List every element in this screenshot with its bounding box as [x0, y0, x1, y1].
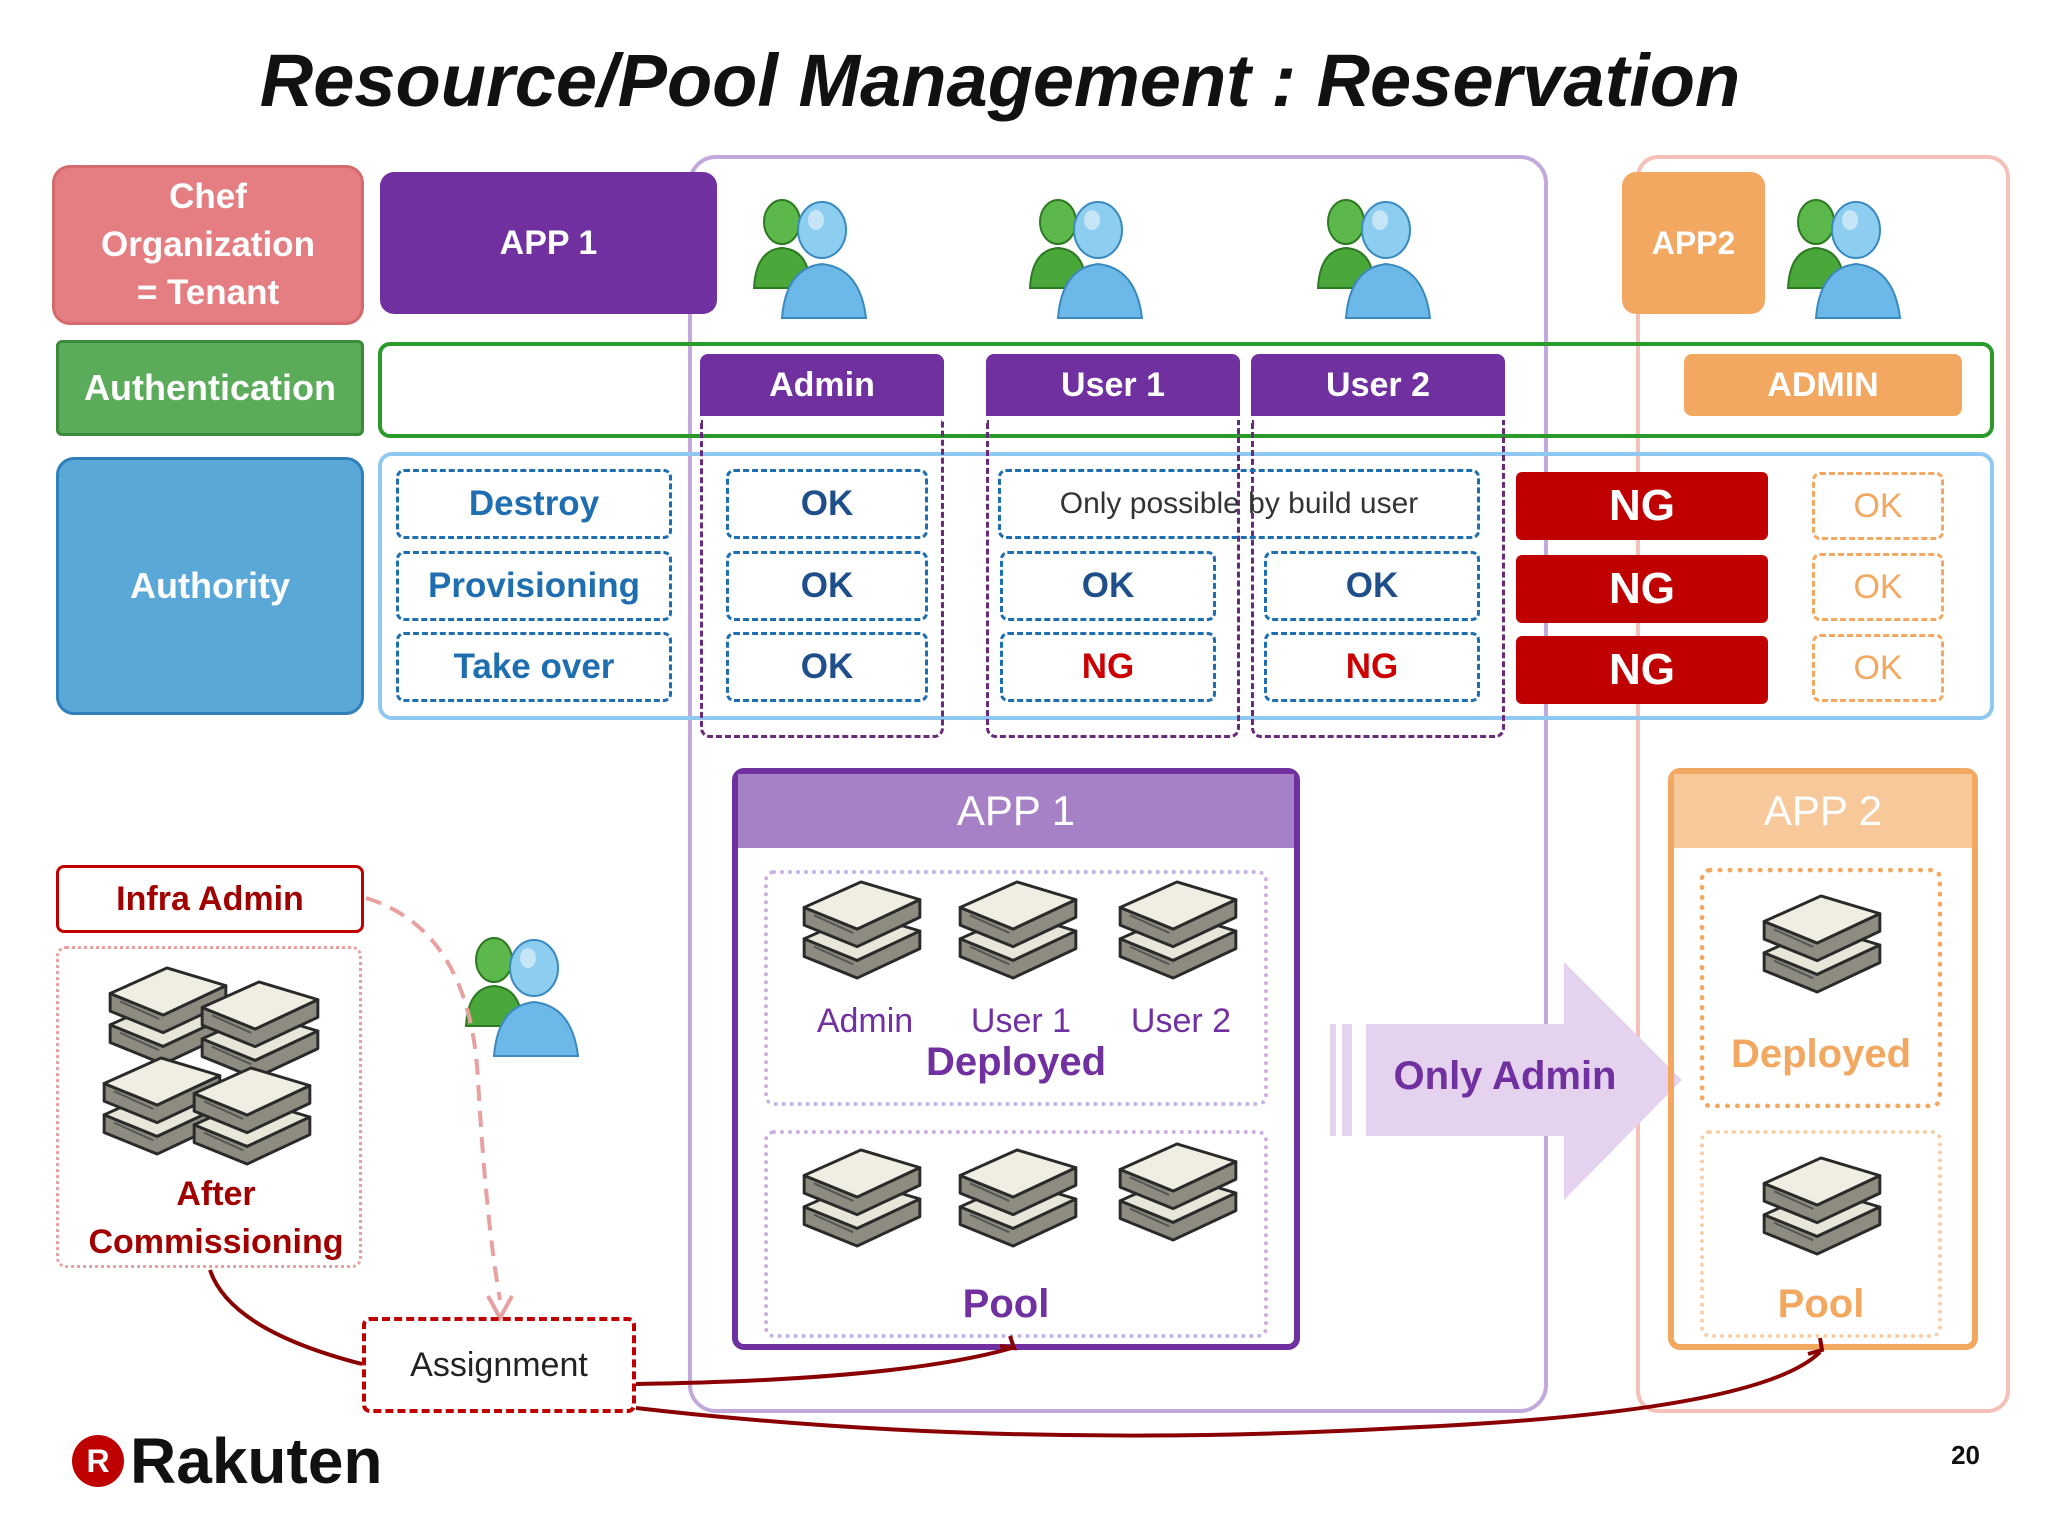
page-number: 20	[1951, 1440, 1980, 1470]
user2-provisioning-cell: OK	[1264, 551, 1480, 621]
role-admin: Admin	[700, 354, 944, 416]
deployed-server-label: User 1	[970, 1002, 1072, 1040]
app1-tenant-box: APP 1	[380, 172, 717, 314]
ng-takeover-cell: NG	[1516, 636, 1768, 704]
authentication-band	[378, 342, 1994, 438]
app2-tenant-box: APP2	[1622, 172, 1765, 314]
app1-resource-header: APP 1	[738, 774, 1294, 848]
user1-provisioning-cell: OK	[1000, 551, 1216, 621]
app2-admin-takeover-cell: OK	[1812, 634, 1944, 702]
app1-resource-box	[732, 768, 1300, 1350]
user2-takeover-cell: NG	[1264, 632, 1480, 702]
app2-column-frame	[1636, 155, 2010, 1413]
after-commissioning-label: After Commissioning	[56, 1170, 376, 1266]
only-admin-arrow	[1330, 962, 1682, 1200]
users-destroy-note: Only possible by build user	[998, 469, 1480, 539]
deployed-server-label: Admin	[816, 1002, 914, 1040]
admin-provisioning-cell: OK	[726, 551, 928, 621]
app1-column-frame	[688, 155, 1548, 1413]
after-commissioning-group	[56, 946, 362, 1268]
admin-takeover-cell: OK	[726, 632, 928, 702]
app1-deployed-label: Deployed	[925, 1040, 1107, 1084]
app1-deployed-group	[764, 870, 1268, 1106]
operation-destroy: Destroy	[396, 469, 672, 539]
chef-line-1: Chef	[169, 177, 247, 216]
assignment-box: Assignment	[362, 1317, 636, 1413]
rakuten-wordmark: Rakuten	[130, 1425, 383, 1497]
after-line-2: Commissioning	[88, 1223, 344, 1261]
chef-organization-label: Chef Organization = Tenant	[52, 165, 364, 325]
app2-pool-group	[1700, 1130, 1942, 1338]
only-admin-label: Only Admin	[1393, 1054, 1617, 1098]
app2-deployed-group	[1700, 868, 1942, 1108]
app2-resource-header: APP 2	[1674, 774, 1972, 848]
chef-line-3: = Tenant	[136, 273, 280, 312]
role-user2: User 2	[1251, 354, 1505, 416]
admin-role-column	[700, 420, 944, 738]
app1-pool-group	[764, 1130, 1268, 1338]
app2-deployed-label: Deployed	[1730, 1032, 1912, 1076]
rakuten-logo: R Rakuten	[72, 1424, 383, 1498]
ng-destroy-cell: NG	[1516, 472, 1768, 540]
user1-role-column	[986, 420, 1240, 738]
slide-title: Resource/Pool Management : Reservation	[259, 39, 1741, 122]
app2-pool-label: Pool	[1777, 1282, 1865, 1326]
authority-band	[378, 452, 1994, 720]
user2-role-column	[1251, 420, 1505, 738]
ng-provisioning-cell: NG	[1516, 555, 1768, 623]
chef-line-2: Organization	[101, 225, 315, 264]
role-user1: User 1	[986, 354, 1240, 416]
operation-provisioning: Provisioning	[396, 551, 672, 621]
deployed-server-label: User 2	[1130, 1002, 1232, 1040]
app2-admin-destroy-cell: OK	[1812, 472, 1944, 540]
after-line-1: After	[176, 1175, 256, 1213]
operation-take-over: Take over	[396, 632, 672, 702]
rakuten-mark: R	[72, 1435, 124, 1487]
infra-admin-label: Infra Admin	[56, 865, 364, 933]
user1-takeover-cell: NG	[1000, 632, 1216, 702]
authentication-label: Authentication	[56, 340, 364, 436]
app1-pool-label: Pool	[962, 1282, 1050, 1326]
admin-destroy-cell: OK	[726, 469, 928, 539]
role-app2-admin: ADMIN	[1684, 354, 1962, 416]
app2-admin-provisioning-cell: OK	[1812, 553, 1944, 621]
authority-label: Authority	[56, 457, 364, 715]
